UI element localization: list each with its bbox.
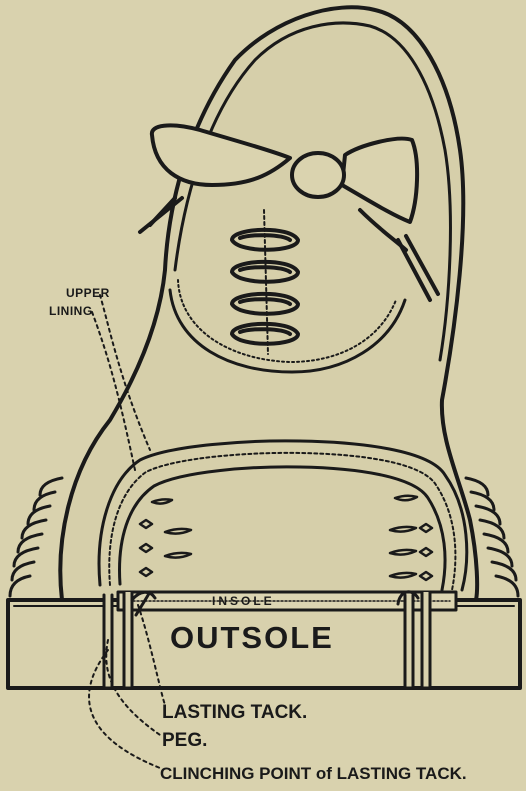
label-outsole: OUTSOLE bbox=[170, 620, 334, 656]
shoe-outline bbox=[60, 7, 477, 600]
label-clinching-point: CLINCHING POINT of LASTING TACK. bbox=[160, 764, 467, 784]
label-lining: LINING bbox=[49, 304, 93, 318]
label-insole: INSOLE bbox=[212, 594, 275, 608]
label-peg: PEG. bbox=[162, 730, 207, 752]
label-lasting-tack: LASTING TACK. bbox=[162, 702, 307, 724]
label-upper: UPPER bbox=[66, 286, 110, 300]
welt-ribs-left bbox=[10, 478, 62, 596]
